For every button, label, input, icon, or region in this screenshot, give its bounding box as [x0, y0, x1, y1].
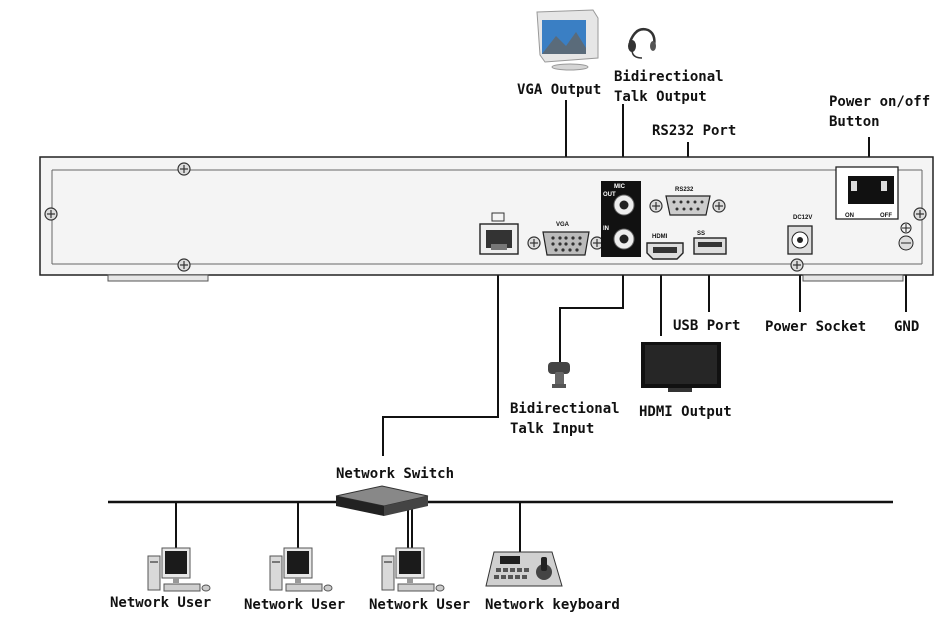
headset-icon [628, 28, 656, 59]
microphone-icon [548, 362, 570, 388]
talk-output-label-line2: Talk Output [614, 89, 707, 105]
gnd-label: GND [894, 319, 919, 335]
usb-port: SS [693, 231, 727, 255]
power-switch: ON OFF [835, 166, 899, 220]
flat-tv-icon [641, 342, 721, 392]
usb-port-label: USB Port [673, 318, 740, 334]
mic-audio-ports: MIC OUT IN [601, 181, 641, 257]
talk-input-label-line2: Talk Input [510, 421, 594, 437]
network-user-pc-1 [147, 547, 211, 592]
crt-monitor-icon [536, 9, 599, 71]
in-marking: IN [603, 226, 609, 232]
network-user-label-2: Network User [244, 597, 345, 613]
network-switch-icon [335, 485, 429, 516]
vga-output-label: VGA Output [517, 82, 601, 98]
ptz-keyboard-icon [485, 551, 563, 587]
power-socket-label: Power Socket [765, 319, 866, 335]
hdmi-output-label: HDMI Output [639, 404, 732, 420]
network-user-label-3: Network User [369, 597, 470, 613]
network-user-pc-3 [381, 547, 445, 592]
network-keyboard-label: Network keyboard [485, 597, 620, 613]
dc-power-socket: DC12V [787, 215, 813, 255]
off-marking: OFF [880, 213, 892, 219]
hdmi-marking: HDMI [652, 234, 668, 240]
nvr-rear-panel [39, 156, 934, 282]
gnd-terminal [898, 222, 914, 251]
rs232-port-label: RS232 Port [652, 123, 736, 139]
network-switch-label: Network Switch [336, 466, 454, 482]
talk-output-label-line1: Bidirectional [614, 69, 724, 85]
power-button-label-line1: Power on/off [829, 94, 930, 110]
power-button-label-line2: Button [829, 114, 880, 130]
network-user-pc-2 [269, 547, 333, 592]
on-marking: ON [845, 213, 854, 219]
usb-marking: SS [697, 231, 705, 237]
talk-input-label-line1: Bidirectional [510, 401, 620, 417]
rj45-network-port [479, 212, 519, 255]
vga-marking: VGA [556, 222, 570, 228]
hdmi-port: HDMI [646, 234, 684, 260]
mic-marking: MIC [614, 184, 626, 190]
vga-port: VGA [527, 222, 604, 256]
rs232-marking: RS232 [675, 187, 694, 193]
out-marking: OUT [603, 192, 616, 198]
network-user-label-1: Network User [110, 595, 211, 611]
rs232-port: RS232 [649, 187, 726, 216]
dc12v-marking: DC12V [793, 215, 812, 221]
